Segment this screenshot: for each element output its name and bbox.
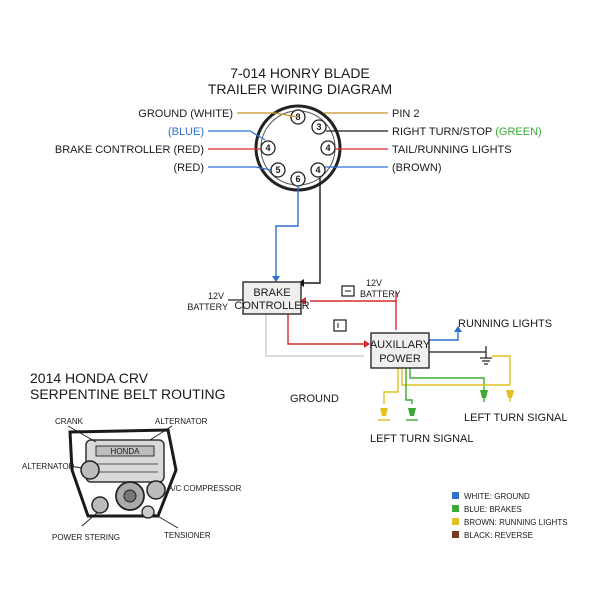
connector-pin: 5: [270, 162, 286, 178]
battery-right-label-line1: 12V: [366, 278, 382, 288]
black-wire-to-controller: [304, 178, 321, 284]
legend-item: WHITE: GROUND: [452, 492, 530, 501]
engine-title-line2: SERPENTINE BELT ROUTING: [30, 386, 226, 402]
red-wire-controller-aux: [287, 314, 364, 345]
engine-label-alternator-left: ALTERNATOR: [22, 462, 75, 471]
legend-swatch: [452, 505, 459, 512]
svg-text:4: 4: [315, 165, 320, 175]
svg-text:6: 6: [295, 174, 300, 184]
alternator-pulley: [80, 460, 100, 480]
lamp-icon: [378, 408, 390, 421]
ground-symbol: [480, 346, 492, 365]
legend-item: BLUE: BRAKES: [452, 505, 522, 514]
seven-pin-connector: 8 3 4 5 6 4 4: [254, 104, 342, 192]
engine-label-crank: CRANK: [55, 417, 84, 426]
main-wiring: [228, 178, 511, 404]
engine-leaders: [67, 425, 179, 529]
svg-text:3: 3: [316, 122, 321, 132]
fuse-icon: [333, 319, 347, 332]
legend-swatch: [452, 518, 459, 525]
engine-label-power-steering: POWER STERING: [52, 533, 120, 542]
label-brown: (BROWN): [392, 162, 442, 174]
running-lights-label: RUNNING LIGHTS: [458, 318, 552, 330]
legend-label: BLUE: BRAKES: [464, 505, 522, 514]
engine-title-line1: 2014 HONDA CRV: [30, 370, 149, 386]
red-label-wire: [208, 166, 272, 171]
yellow-wire-left: [383, 368, 399, 404]
legend-swatch: [452, 492, 459, 499]
legend-item: BLACK: REVERSE: [452, 531, 533, 540]
ac-compressor-pulley: [146, 480, 166, 500]
diagram-title-line2: TRAILER WIRING DIAGRAM: [208, 81, 392, 97]
svg-text:5: 5: [275, 165, 280, 175]
engine-label-ac-compressor: A/C COMPRESSOR: [168, 484, 242, 493]
lamp-icon: [480, 390, 488, 402]
power-steering-pulley: [91, 496, 109, 514]
arrow-head: [300, 297, 306, 305]
auxiliary-power-line2: POWER: [379, 353, 421, 365]
green-wire-right: [409, 368, 485, 390]
yellow-wire: [401, 355, 511, 386]
brake-controller-line2: CONTROLLER: [234, 300, 309, 312]
auxiliary-power-block: AUXILLARY POWER: [370, 332, 431, 369]
legend-label: BLACK: REVERSE: [464, 531, 533, 540]
label-brake-controller-red: BRAKE CONTROLLER (RED): [55, 144, 204, 156]
label-blue: (BLUE): [168, 126, 204, 138]
connector-left-wires: [208, 112, 299, 171]
engine-label-alternator-top: ALTERNATOR: [155, 417, 208, 426]
svg-text:4: 4: [265, 143, 270, 153]
arrow-head: [272, 276, 280, 282]
battery-right-label-line2: BATTERY: [360, 289, 401, 299]
engine-illustration: HONDA: [68, 428, 178, 519]
left-turn-signal-label-left: LEFT TURN SIGNAL: [370, 433, 474, 445]
legend: WHITE: GROUND BLUE: BRAKES BROWN: RUNNIN…: [452, 492, 568, 540]
connector-right-wires: [323, 112, 388, 168]
lamp-icon: [506, 390, 514, 402]
svg-text:4: 4: [325, 143, 330, 153]
left-turn-signal-label-right: LEFT TURN SIGNAL: [464, 412, 568, 424]
connector-pin: 4: [260, 140, 276, 156]
brake-controller-line1: BRAKE: [253, 287, 290, 299]
legend-label: WHITE: GROUND: [464, 492, 530, 501]
tensioner-pulley: [141, 505, 155, 519]
battery-icon: [341, 285, 355, 297]
ground-label: GROUND: [290, 393, 339, 405]
legend-swatch: [452, 531, 459, 538]
label-red: (RED): [173, 162, 204, 174]
engine-brand-text: HONDA: [111, 447, 141, 456]
green-wire-left: [405, 368, 413, 404]
brake-controller-block: BRAKE CONTROLLER: [234, 281, 310, 315]
legend-item: BROWN: RUNNING LIGHTS: [452, 518, 568, 527]
white-ground-wire: [265, 314, 364, 357]
arrow-head: [454, 326, 462, 332]
connector-pin: 3: [311, 119, 327, 135]
lamp-icon: [406, 408, 418, 421]
connector-pin: 4: [310, 162, 326, 178]
label-tail-running-lights: TAIL/RUNNING LIGHTS: [392, 144, 512, 156]
blue-wire: [208, 130, 266, 141]
engine-label-tensioner: TENSIONER: [164, 531, 211, 540]
auxiliary-power-line1: AUXILLARY: [370, 339, 431, 351]
blue-wire-running-lights: [428, 330, 459, 341]
connector-pin: 4: [320, 140, 336, 156]
arrow-head: [364, 340, 370, 348]
engine-cover: [95, 445, 155, 457]
battery-left-label-line2: BATTERY: [187, 302, 228, 312]
label-pin-2: PIN 2: [392, 108, 420, 120]
blue-wire-to-controller: [275, 186, 299, 276]
connector-pin: 6: [290, 171, 306, 187]
battery-left-label-line1: 12V: [208, 291, 224, 301]
ground-wire: [237, 112, 299, 118]
label-ground-white: GROUND (WHITE): [138, 108, 233, 120]
legend-label: BROWN: RUNNING LIGHTS: [464, 518, 568, 527]
diagram-title-line1: 7-014 HONRY BLADE: [230, 65, 370, 81]
label-right-turn-stop: RIGHT TURN/STOP(GREEN): [392, 126, 542, 138]
